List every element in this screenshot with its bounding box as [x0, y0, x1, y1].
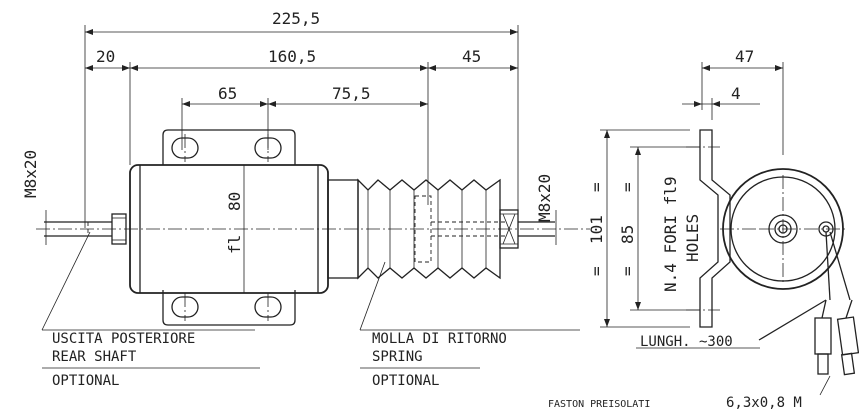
dim-hole-spacing: 65 — [218, 84, 237, 103]
dim-thread-left: M8x20 — [21, 150, 40, 198]
equal-mark-1: = — [587, 182, 606, 192]
dim-rear-shaft: 20 — [96, 47, 115, 66]
faston-size-label: 6,3x0,8 M — [726, 395, 802, 411]
holes-label-line1: N.4 FORI fl9 — [661, 176, 680, 292]
side-view-dimensions — [600, 62, 784, 328]
solenoid-front-view — [36, 129, 590, 326]
rear-shaft-label-it: USCITA POSTERIORE — [52, 331, 195, 347]
dim-body-diameter: 80 — [225, 192, 244, 211]
rear-shaft-label-en: REAR SHAFT — [52, 349, 137, 365]
dim-body-diameter-symbol: fl — [225, 235, 244, 254]
dim-front-length: 45 — [462, 47, 481, 66]
dim-body-length: 160,5 — [268, 47, 316, 66]
dim-boot-length: 75,5 — [332, 84, 371, 103]
equal-mark-2: = — [587, 266, 606, 276]
spring-label-it: MOLLA DI RITORNO — [372, 331, 507, 347]
leader-lines — [41, 231, 831, 396]
dim-overall-length: 225,5 — [272, 9, 320, 28]
equal-mark-4: = — [618, 266, 637, 276]
dim-thread-right: M8x20 — [535, 174, 554, 222]
dim-height-total: 101 — [587, 215, 606, 244]
faston-prefix-label: FASTON PREISOLATI — [548, 399, 650, 410]
dim-bracket-thickness: 4 — [731, 84, 741, 103]
rear-optional-label: OPTIONAL — [52, 373, 119, 389]
holes-label-line2: HOLES — [683, 214, 702, 262]
dim-side-width: 47 — [735, 47, 754, 66]
solenoid-side-view — [686, 129, 859, 376]
spring-optional-label: OPTIONAL — [372, 373, 439, 389]
spring-label-en: SPRING — [372, 349, 423, 365]
dimension-lines — [84, 25, 519, 228]
equal-mark-3: = — [618, 182, 637, 192]
cable-length-label: LUNGH. ~300 — [640, 334, 733, 350]
dim-height-holes: 85 — [618, 225, 637, 244]
